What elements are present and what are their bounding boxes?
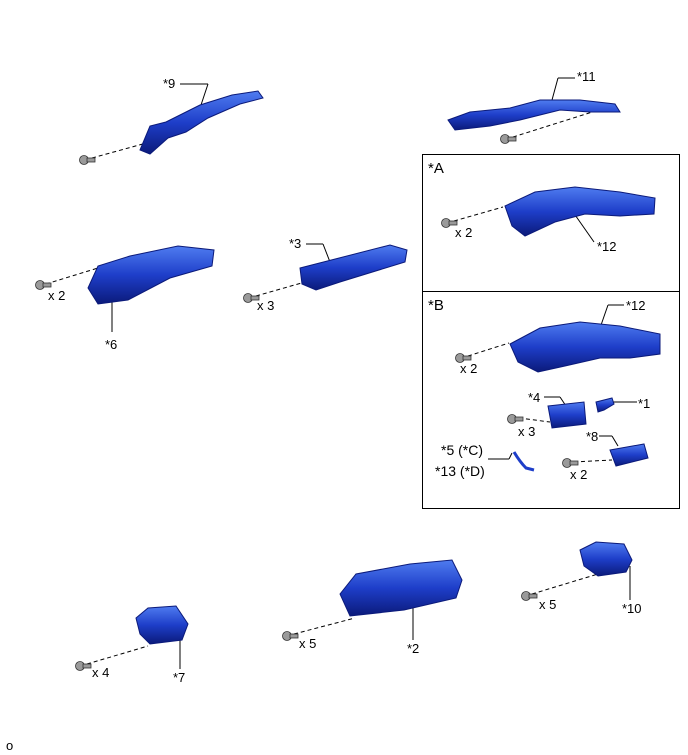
- variant-box-b: [422, 291, 680, 509]
- label-part-4: *4: [528, 390, 541, 405]
- part-12-duct-a: [504, 186, 656, 237]
- part-8-bracket: [609, 443, 649, 467]
- bolt-icon: [35, 134, 579, 671]
- label-part-13: *13 (*D): [435, 463, 485, 479]
- part-2-register: [339, 559, 463, 617]
- box-a-label: *A: [428, 160, 444, 177]
- part-12-duct-b: [509, 321, 661, 373]
- label-part-8: *8: [586, 429, 599, 444]
- label-part-6: *6: [105, 337, 118, 352]
- part-7-register: [135, 605, 189, 645]
- qty-part-3: x 3: [257, 298, 275, 313]
- qty-part-6: x 2: [48, 288, 66, 303]
- label-part-5: *5 (*C): [441, 442, 484, 458]
- qty-part-2: x 5: [299, 636, 317, 651]
- part-3-bracket: [299, 244, 408, 291]
- qty-part-7: x 4: [92, 665, 110, 680]
- label-part-9: *9: [163, 76, 176, 91]
- qty-part-4: x 3: [518, 424, 536, 439]
- label-part-3: *3: [289, 236, 302, 251]
- qty-part-8: x 2: [570, 467, 588, 482]
- figure-code: o: [6, 738, 14, 753]
- label-part-1: *1: [638, 396, 651, 411]
- qty-box-a: x 2: [455, 225, 473, 240]
- part-11-duct: [447, 99, 621, 131]
- variant-box-a: [422, 154, 680, 292]
- part-1-clip: [595, 397, 615, 413]
- qty-part-10: x 5: [539, 597, 557, 612]
- box-b-label: *B: [428, 297, 444, 314]
- part-10-register: [579, 541, 633, 577]
- part-6-duct: [87, 245, 215, 305]
- part-5-13-wire: [512, 451, 535, 472]
- label-part-12-b: *12: [626, 298, 646, 313]
- label-part-7: *7: [173, 670, 186, 685]
- part-9-duct: [139, 90, 264, 155]
- qty-box-b: x 2: [460, 361, 478, 376]
- label-part-2: *2: [407, 641, 420, 656]
- label-part-12-a: *12: [597, 239, 617, 254]
- part-4-plate: [547, 401, 587, 429]
- label-part-10: *10: [622, 601, 642, 616]
- label-part-11: *11: [577, 69, 596, 84]
